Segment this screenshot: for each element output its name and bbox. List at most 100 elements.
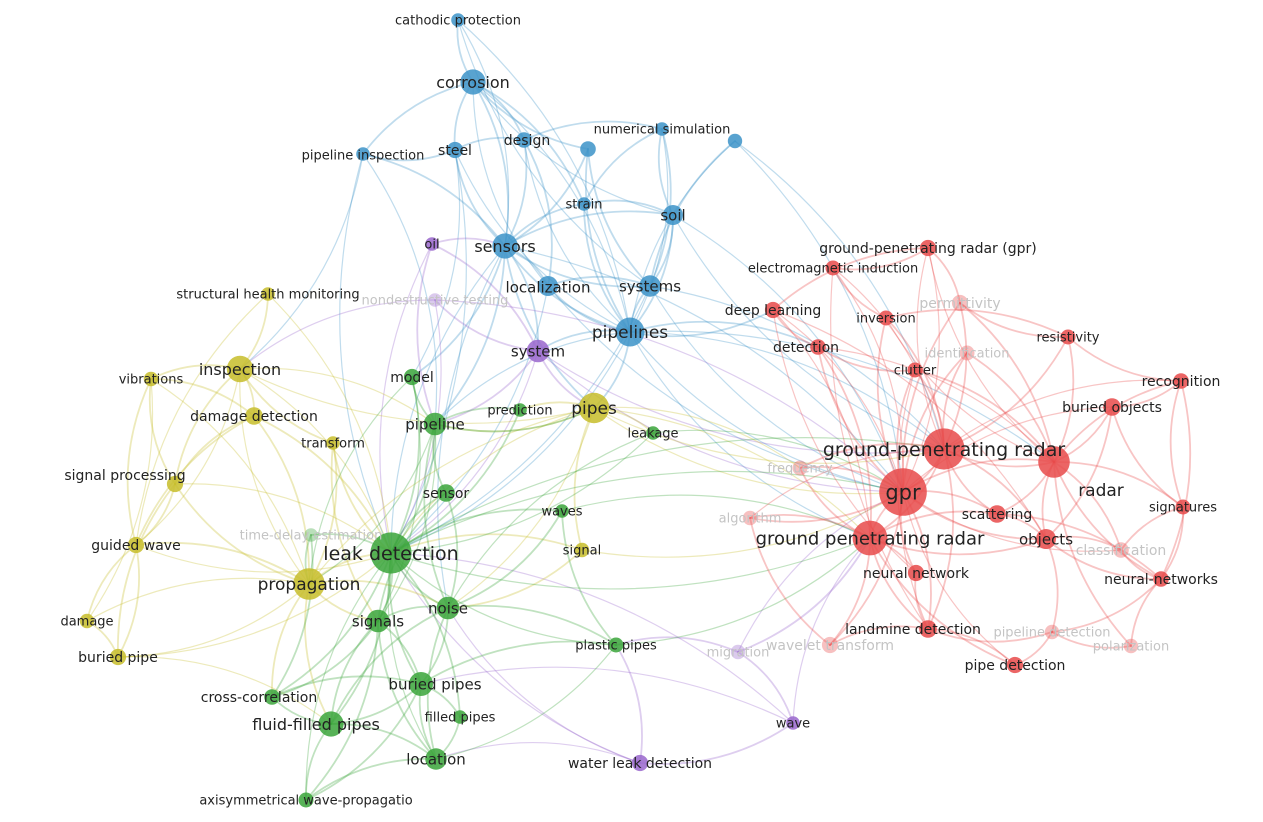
node-cathodic-protection[interactable] xyxy=(451,13,465,27)
edge-numerical-simulation--design xyxy=(523,120,663,141)
node-classification[interactable] xyxy=(1113,542,1129,558)
node-resistivity[interactable] xyxy=(1060,329,1076,345)
node-buried-pipes[interactable] xyxy=(409,672,433,696)
node-corrosion[interactable] xyxy=(460,69,486,95)
node-cross-correlation[interactable] xyxy=(264,689,280,705)
node-ground-penetrating-radar[interactable] xyxy=(852,520,888,556)
node-signal[interactable] xyxy=(574,542,590,558)
edge-pipes--pipeline xyxy=(434,407,595,433)
node-buried-pipe[interactable] xyxy=(109,648,127,666)
node-leakage[interactable] xyxy=(646,426,660,440)
node-propagation[interactable] xyxy=(293,568,325,600)
edge-soil--ground-penetrating-radar xyxy=(672,214,945,450)
node-buried-objects[interactable] xyxy=(1103,398,1121,416)
edge-electromagnetic-induction--gpr xyxy=(832,267,904,493)
node-axisymmetrical-wave-propagation[interactable] xyxy=(298,792,314,808)
node-frequency[interactable] xyxy=(792,460,808,476)
node-scattering[interactable] xyxy=(988,505,1006,523)
node-neural-networks[interactable] xyxy=(1153,571,1169,587)
edge-deep-learning--objects xyxy=(772,309,1047,540)
node-transform[interactable] xyxy=(326,436,340,450)
node-fluid-filled-pipes[interactable] xyxy=(318,711,344,737)
node-deep-learning[interactable] xyxy=(764,301,782,319)
node-pipes[interactable] xyxy=(578,392,610,424)
node-objects[interactable] xyxy=(1036,529,1056,549)
node-migration[interactable] xyxy=(730,644,746,660)
edge-electromagnetic-induction--landmine-detection xyxy=(830,267,929,630)
label-localization: localization xyxy=(506,278,591,296)
node-steel[interactable] xyxy=(446,141,464,159)
edge-noise--fluid-filled-pipes xyxy=(330,607,449,725)
node-gpr[interactable] xyxy=(879,468,927,516)
node-water-leak-detection[interactable] xyxy=(631,754,649,772)
node-model[interactable] xyxy=(403,368,421,386)
node-ground-penetrating-radar[interactable] xyxy=(923,428,965,470)
node-systems[interactable] xyxy=(639,275,661,297)
node-pipeline-inspection[interactable] xyxy=(356,147,370,161)
node-time-delay-estimation[interactable] xyxy=(304,528,318,542)
node-clutter[interactable] xyxy=(907,362,923,378)
node-system[interactable] xyxy=(526,339,550,363)
node-location[interactable] xyxy=(425,748,447,770)
node-damage[interactable] xyxy=(79,613,95,629)
node-permittivity[interactable] xyxy=(951,294,969,312)
edge-blue-faded-1--sensors xyxy=(504,148,589,247)
node-damage-detection[interactable] xyxy=(245,407,263,425)
node-detection[interactable] xyxy=(810,339,826,355)
node-inversion[interactable] xyxy=(878,310,894,326)
node-design[interactable] xyxy=(516,132,532,148)
edge-localization--leak-detection xyxy=(390,285,549,554)
node-recognition[interactable] xyxy=(1173,373,1189,389)
node-guided-wave[interactable] xyxy=(127,536,145,554)
node-numerical-simulation[interactable] xyxy=(655,122,669,136)
node-sensor[interactable] xyxy=(437,484,455,502)
edge-buried-objects--objects xyxy=(1045,406,1113,540)
node-sensors[interactable] xyxy=(492,233,518,259)
node-signals[interactable] xyxy=(366,609,390,633)
node-vibrations[interactable] xyxy=(143,371,159,387)
node-leak-detection[interactable] xyxy=(370,532,412,574)
node-signal-processing[interactable] xyxy=(166,475,184,493)
label-location: location xyxy=(406,750,466,768)
node-algorithm[interactable] xyxy=(742,510,758,526)
label-filled-pipes: filled pipes xyxy=(425,711,496,726)
node-ground-penetrating-radar-gpr[interactable] xyxy=(919,239,937,257)
label-electromagnetic-induction: electromagnetic induction xyxy=(748,262,918,277)
node-plastic-pipes[interactable] xyxy=(608,637,624,653)
edge-pipelines--leak-detection xyxy=(390,331,631,554)
node-noise[interactable] xyxy=(436,596,460,620)
node-signatures[interactable] xyxy=(1175,499,1191,515)
node-localization[interactable] xyxy=(538,276,558,296)
node-filled-pipes[interactable] xyxy=(453,710,467,724)
edge-inspection--guided-wave xyxy=(135,368,241,546)
edge-pipes--gpr xyxy=(593,407,904,495)
edge-corrosion--localization xyxy=(472,81,549,287)
node-landmine-detection[interactable] xyxy=(919,620,937,638)
node-waves[interactable] xyxy=(555,504,569,518)
node-inspection[interactable] xyxy=(226,355,254,383)
edge-buried-pipes--axisymmetrical-wave-propagation xyxy=(305,683,422,801)
node-pipeline-detection[interactable] xyxy=(1044,624,1060,640)
node-pipeline[interactable] xyxy=(423,412,447,436)
edge-propagation--cross-correlation xyxy=(271,583,310,698)
edge-blue-faded-2--pipelines xyxy=(629,140,736,333)
node-radar[interactable] xyxy=(1038,446,1070,478)
node-pipe-detection[interactable] xyxy=(1006,656,1024,674)
node-neural-network[interactable] xyxy=(907,564,925,582)
node-polarization[interactable] xyxy=(1123,638,1139,654)
node-identification[interactable] xyxy=(959,345,975,361)
node-blue-faded-2[interactable] xyxy=(727,133,743,149)
node-strain[interactable] xyxy=(577,197,591,211)
node-prediction[interactable] xyxy=(513,403,527,417)
node-electromagnetic-induction[interactable] xyxy=(825,260,841,276)
node-soil[interactable] xyxy=(663,205,683,225)
node-nondestructive-testing[interactable] xyxy=(428,293,442,307)
node-wave[interactable] xyxy=(786,716,800,730)
node-blue-faded-1[interactable] xyxy=(580,141,596,157)
node-wavelet-transform[interactable] xyxy=(821,636,839,654)
network-nodes xyxy=(79,13,1191,808)
node-oil[interactable] xyxy=(425,237,439,251)
node-pipelines[interactable] xyxy=(615,317,645,347)
node-structural-health-monitoring[interactable] xyxy=(261,287,275,301)
